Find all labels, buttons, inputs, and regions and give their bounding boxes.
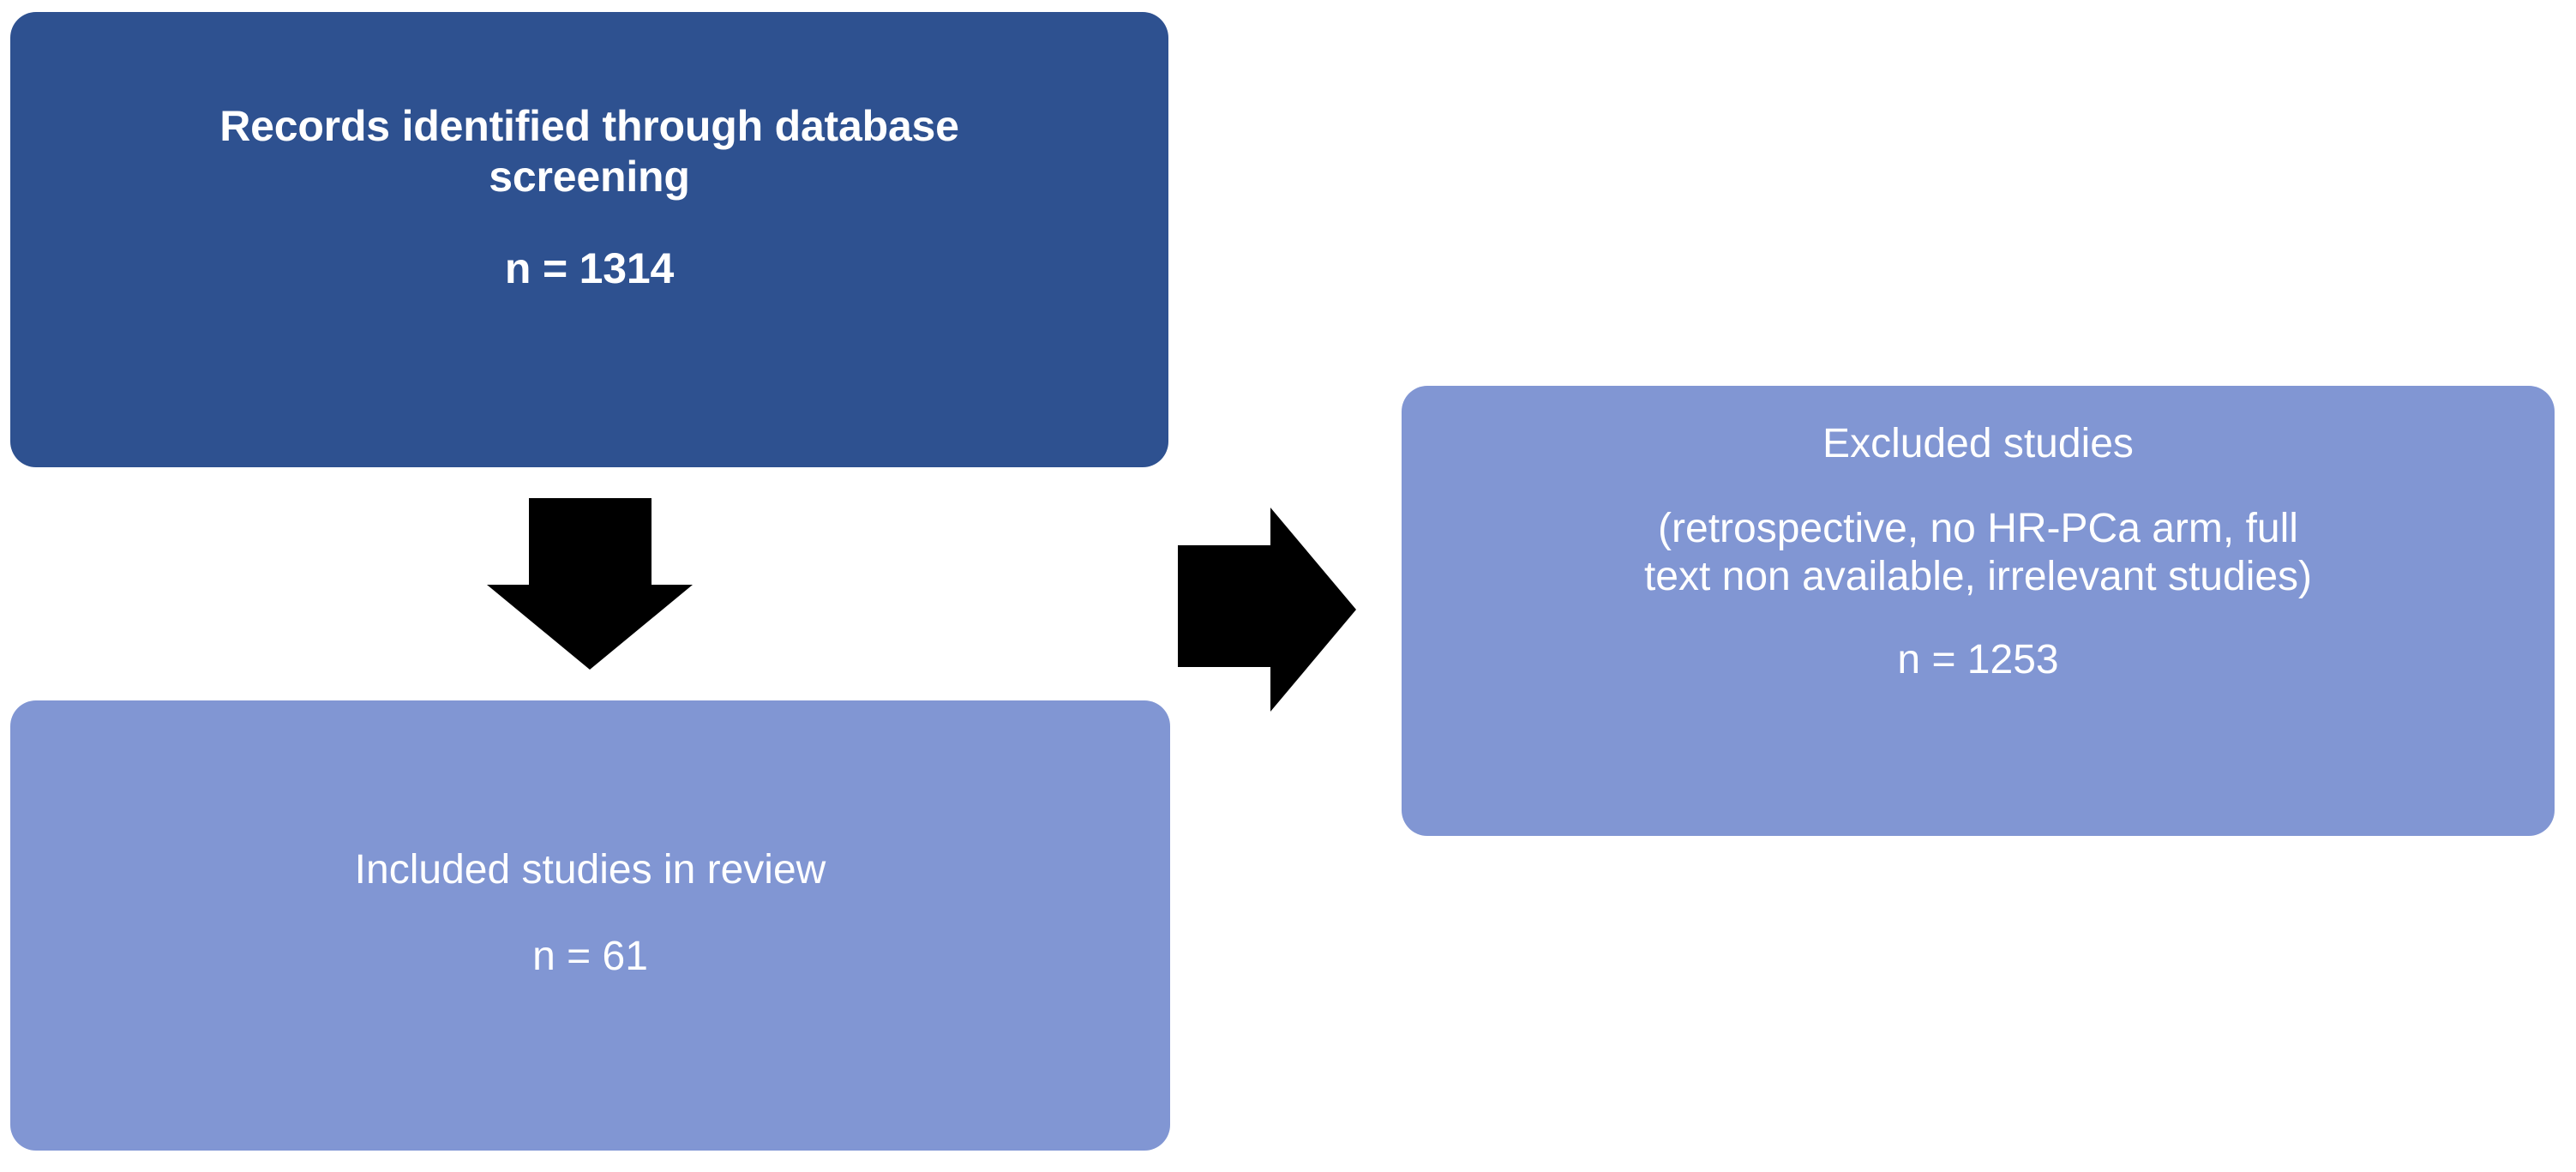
records-identified-count: n = 1314	[504, 244, 675, 292]
records-identified-box: Records identified through database scre…	[10, 12, 1168, 467]
records-identified-line-2: screening	[489, 153, 690, 201]
excluded-studies-box: Excluded studies (retrospective, no HR-P…	[1402, 386, 2555, 836]
included-studies-line-1: Included studies in review	[354, 847, 826, 893]
excluded-studies-reasons-line-1: (retrospective, no HR-PCa arm, full	[1658, 505, 2298, 551]
included-studies-box: Included studies in review n = 61	[10, 700, 1170, 1151]
excluded-studies-count: n = 1253	[1897, 636, 2059, 682]
included-studies-count: n = 61	[532, 933, 648, 979]
arrow-down-icon	[480, 493, 700, 675]
excluded-studies-reasons-line-2: text non available, irrelevant studies)	[1643, 554, 2313, 600]
records-identified-line-1: Records identified through database	[219, 102, 959, 150]
excluded-studies-line-1: Excluded studies	[1822, 421, 2134, 466]
arrow-right-icon	[1174, 504, 1360, 715]
